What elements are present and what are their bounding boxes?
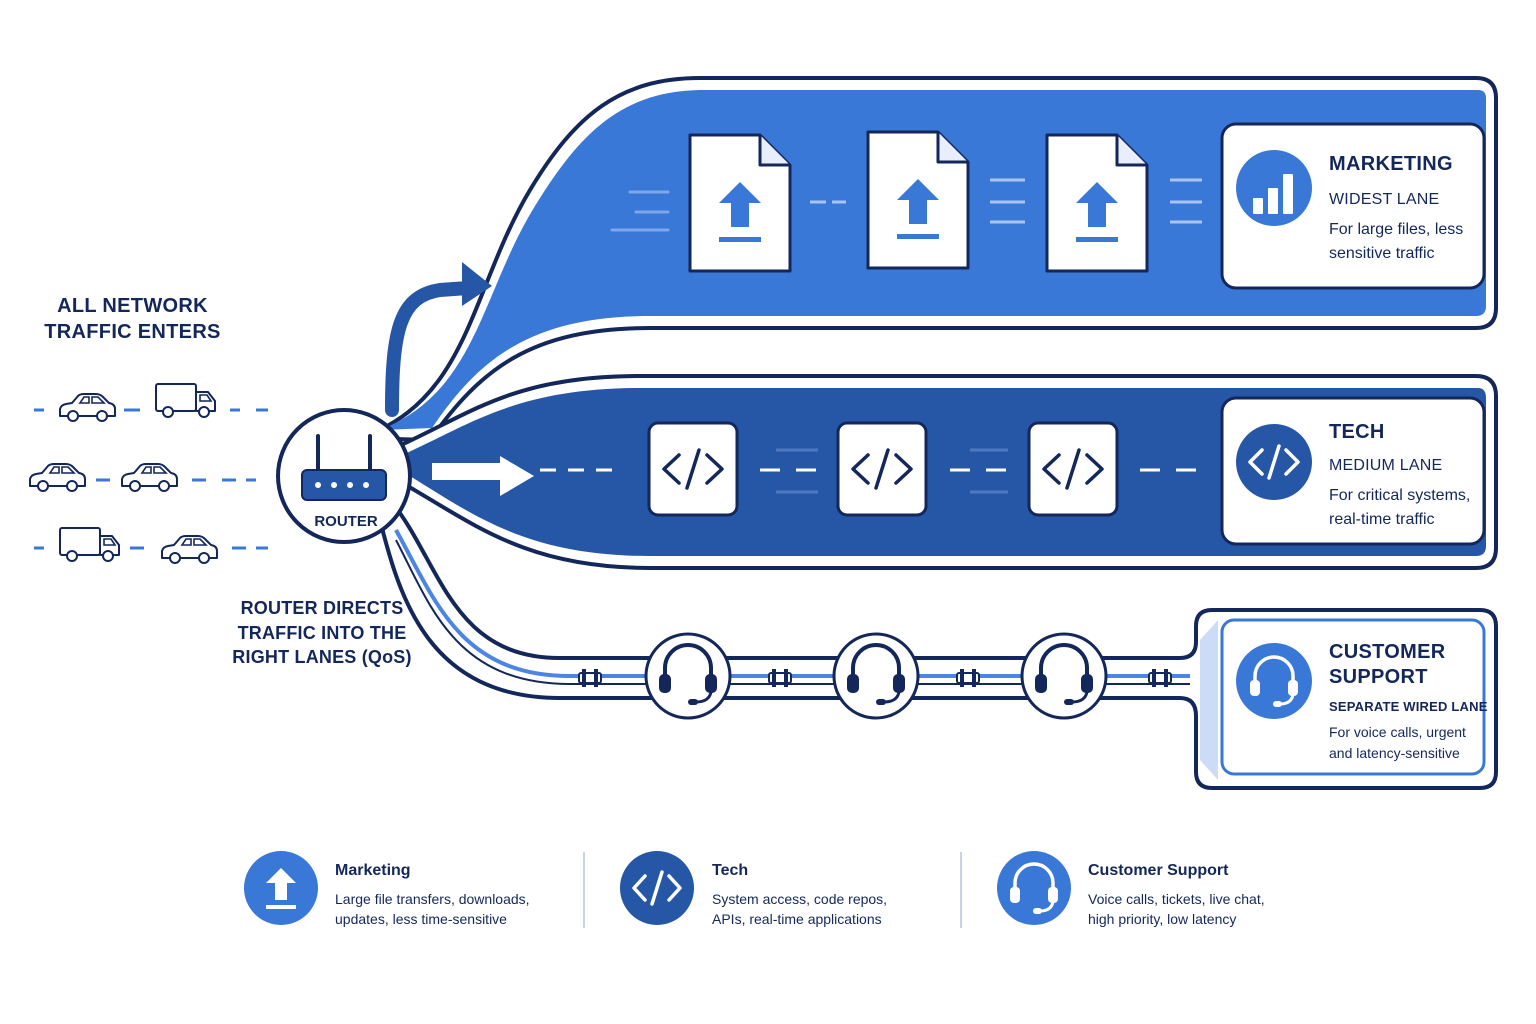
legend-desc-line: Voice calls, tickets, live chat, [1088,891,1265,907]
marketing-lane-desc: For large files, less sensitive traffic [1329,218,1463,266]
router-note-line: ROUTER DIRECTS [240,598,404,618]
legend-support-desc: Voice calls, tickets, live chat, high pr… [1088,889,1265,929]
legend-desc-line: System access, code repos, [712,891,888,907]
tech-desc-line: For critical systems, [1329,487,1471,504]
code-icon [647,421,739,517]
entry-title-line: ALL NETWORK [57,295,208,317]
marketing-speed-lines [610,190,670,232]
car-icon [29,463,86,492]
router-note-line: TRAFFIC INTO THE [237,622,407,643]
marketing-desc-line: For large files, less [1329,221,1464,238]
arrow-head-icon [500,456,534,496]
marketing-route-arrow [385,281,475,417]
legend-desc-line: APIs, real-time applications [712,911,882,927]
traffic-dashes [34,408,268,550]
support-lane-title: CUSTOMER SUPPORT [1329,640,1445,690]
truck-icon [155,383,216,418]
headset-icon [1236,643,1312,719]
headset-icon [1020,632,1108,720]
file-upload-icon [1045,133,1149,273]
tech-lane-faint-dashes [776,448,1008,494]
router-note-line: RIGHT LANES (QoS) [232,647,412,667]
tech-lane-subtitle: MEDIUM LANE [1329,457,1443,474]
code-icon [836,421,928,517]
tech-lane-title: TECH [1329,421,1385,443]
support-title-line: SUPPORT [1329,666,1428,688]
car-icon [59,393,116,422]
bar-chart-icon [1236,150,1312,226]
legend-tech-desc: System access, code repos, APIs, real-ti… [712,889,887,929]
headset-icon [997,851,1071,925]
code-icon [1027,421,1119,517]
arrow-head-icon [462,262,492,306]
car-icon [161,535,218,564]
file-upload-icon [866,130,970,270]
support-wire [394,529,1190,678]
code-icon [1236,424,1312,500]
marketing-lane-subtitle: WIDEST LANE [1329,191,1440,208]
router-note: ROUTER DIRECTS TRAFFIC INTO THE RIGHT LA… [212,596,432,670]
legend-support-title: Customer Support [1088,862,1229,879]
marketing-lane-dashes [810,178,1202,224]
support-desc-line: For voice calls, urgent [1329,724,1466,740]
headset-icon [832,632,920,720]
tech-lane-desc: For critical systems, real-time traffic [1329,484,1470,532]
entry-title: ALL NETWORK TRAFFIC ENTERS [30,293,235,345]
legend-desc-line: Large file transfers, downloads, [335,891,530,907]
support-wire-inner [395,539,1190,685]
headset-icon [644,632,732,720]
marketing-lane-title: MARKETING [1329,153,1453,175]
file-upload-icon [688,133,792,273]
legend-desc-line: high priority, low latency [1088,911,1237,927]
support-lane-subtitle: SEPARATE WIRED LANE [1329,699,1488,714]
support-desc-line: and latency-sensitive [1329,745,1460,761]
router-label: ROUTER [314,513,378,530]
support-glow [1200,620,1218,780]
router-icon [301,434,387,501]
legend-tech-title: Tech [712,862,749,879]
support-lane-desc: For voice calls, urgent and latency-sens… [1329,722,1466,764]
marketing-desc-line: sensitive traffic [1329,245,1435,262]
legend-marketing-desc: Large file transfers, downloads, updates… [335,889,530,929]
legend-desc-line: updates, less time-sensitive [335,911,507,927]
upload-icon [244,851,318,925]
tech-desc-line: real-time traffic [1329,511,1435,528]
support-title-line: CUSTOMER [1329,641,1446,663]
car-icon [121,463,178,492]
truck-icon [59,527,120,562]
code-icon [620,851,694,925]
legend-marketing-title: Marketing [335,862,411,879]
entry-title-line: TRAFFIC ENTERS [44,321,221,343]
